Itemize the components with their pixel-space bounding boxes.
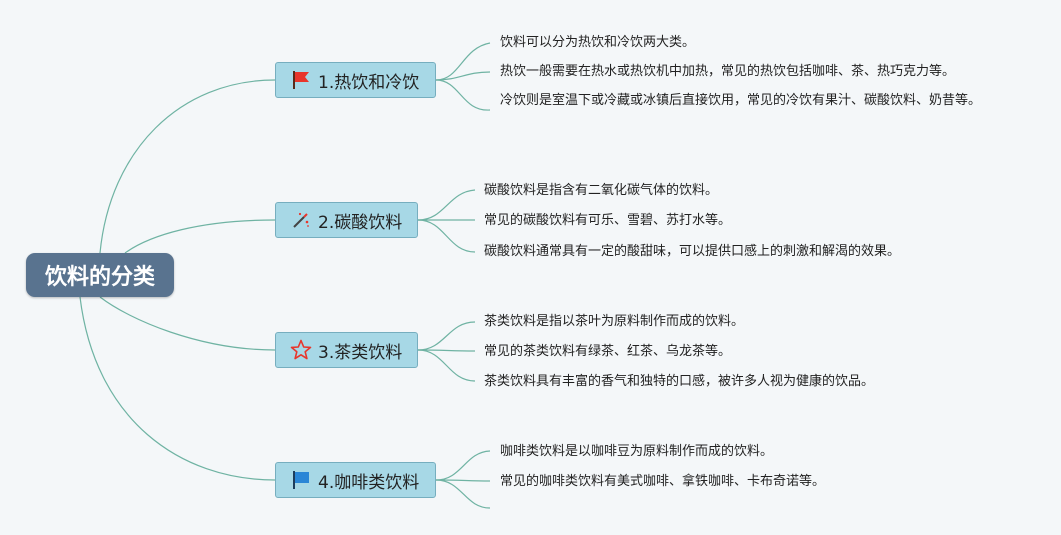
star-outline-icon bbox=[290, 339, 312, 361]
red-flag-icon bbox=[290, 69, 312, 91]
leaf-text: 碳酸饮料通常具有一定的酸甜味，可以提供口感上的刺激和解渴的效果。 bbox=[484, 244, 901, 259]
leaf-text: 常见的咖啡类饮料有美式咖啡、拿铁咖啡、卡布奇诺等。 bbox=[500, 474, 826, 489]
branch-hot-cold-drinks[interactable]: 1.热饮和冷饮 bbox=[275, 62, 436, 98]
connector-b4-leaf-2 bbox=[435, 479, 491, 482]
root-topic[interactable]: 饮料的分类 bbox=[26, 253, 174, 297]
magic-wand-icon bbox=[290, 209, 312, 231]
blue-flag-icon bbox=[290, 469, 312, 491]
branch-label: 2.碳酸饮料 bbox=[318, 212, 403, 233]
branch-coffee-drinks[interactable]: 4.咖啡类饮料 bbox=[275, 462, 436, 498]
connector-b3-leaf-2 bbox=[417, 349, 476, 352]
connector-root-branch-4 bbox=[79, 296, 276, 481]
leaf-text: 饮料可以分为热饮和冷饮两大类。 bbox=[500, 35, 696, 50]
connector-root-branch-3 bbox=[99, 296, 276, 351]
connector-b4-leaf-3 bbox=[435, 479, 491, 509]
connector-root-branch-1 bbox=[99, 79, 276, 254]
connector-b1-leaf-2 bbox=[435, 71, 491, 81]
leaf-text: 碳酸饮料是指含有二氧化碳气体的饮料。 bbox=[484, 183, 719, 198]
connector-b3-leaf-1 bbox=[417, 321, 476, 351]
leaf-text: 冷饮则是室温下或冷藏或冰镇后直接饮用，常见的冷饮有果汁、碳酸饮料、奶昔等。 bbox=[500, 93, 982, 108]
connector-b1-leaf-1 bbox=[435, 42, 491, 81]
branch-carbonated-drinks[interactable]: 2.碳酸饮料 bbox=[275, 202, 418, 238]
leaf-text: 咖啡类饮料是以咖啡豆为原料制作而成的饮料。 bbox=[500, 444, 774, 459]
connector-b2-leaf-1 bbox=[417, 189, 476, 221]
branch-label: 3.茶类饮料 bbox=[318, 342, 403, 363]
connector-b2-leaf-3 bbox=[417, 219, 476, 253]
connector-b4-leaf-1 bbox=[435, 450, 491, 481]
leaf-text: 热饮一般需要在热水或热饮机中加热，常见的热饮包括咖啡、茶、热巧克力等。 bbox=[500, 64, 956, 79]
connector-b1-leaf-3 bbox=[435, 79, 491, 111]
leaf-text: 茶类饮料具有丰富的香气和独特的口感，被许多人视为健康的饮品。 bbox=[484, 374, 875, 389]
leaf-text: 常见的碳酸饮料有可乐、雪碧、苏打水等。 bbox=[484, 213, 732, 228]
branch-label: 4.咖啡类饮料 bbox=[318, 472, 420, 493]
connector-root-branch-2 bbox=[124, 219, 276, 254]
root-topic-label: 饮料的分类 bbox=[44, 265, 155, 290]
connector-b3-leaf-3 bbox=[417, 349, 476, 382]
leaf-text: 茶类饮料是指以茶叶为原料制作而成的饮料。 bbox=[484, 314, 745, 329]
branch-label: 1.热饮和冷饮 bbox=[318, 72, 420, 93]
leaf-text: 常见的茶类饮料有绿茶、红茶、乌龙茶等。 bbox=[484, 344, 732, 359]
branch-tea-drinks[interactable]: 3.茶类饮料 bbox=[275, 332, 418, 368]
